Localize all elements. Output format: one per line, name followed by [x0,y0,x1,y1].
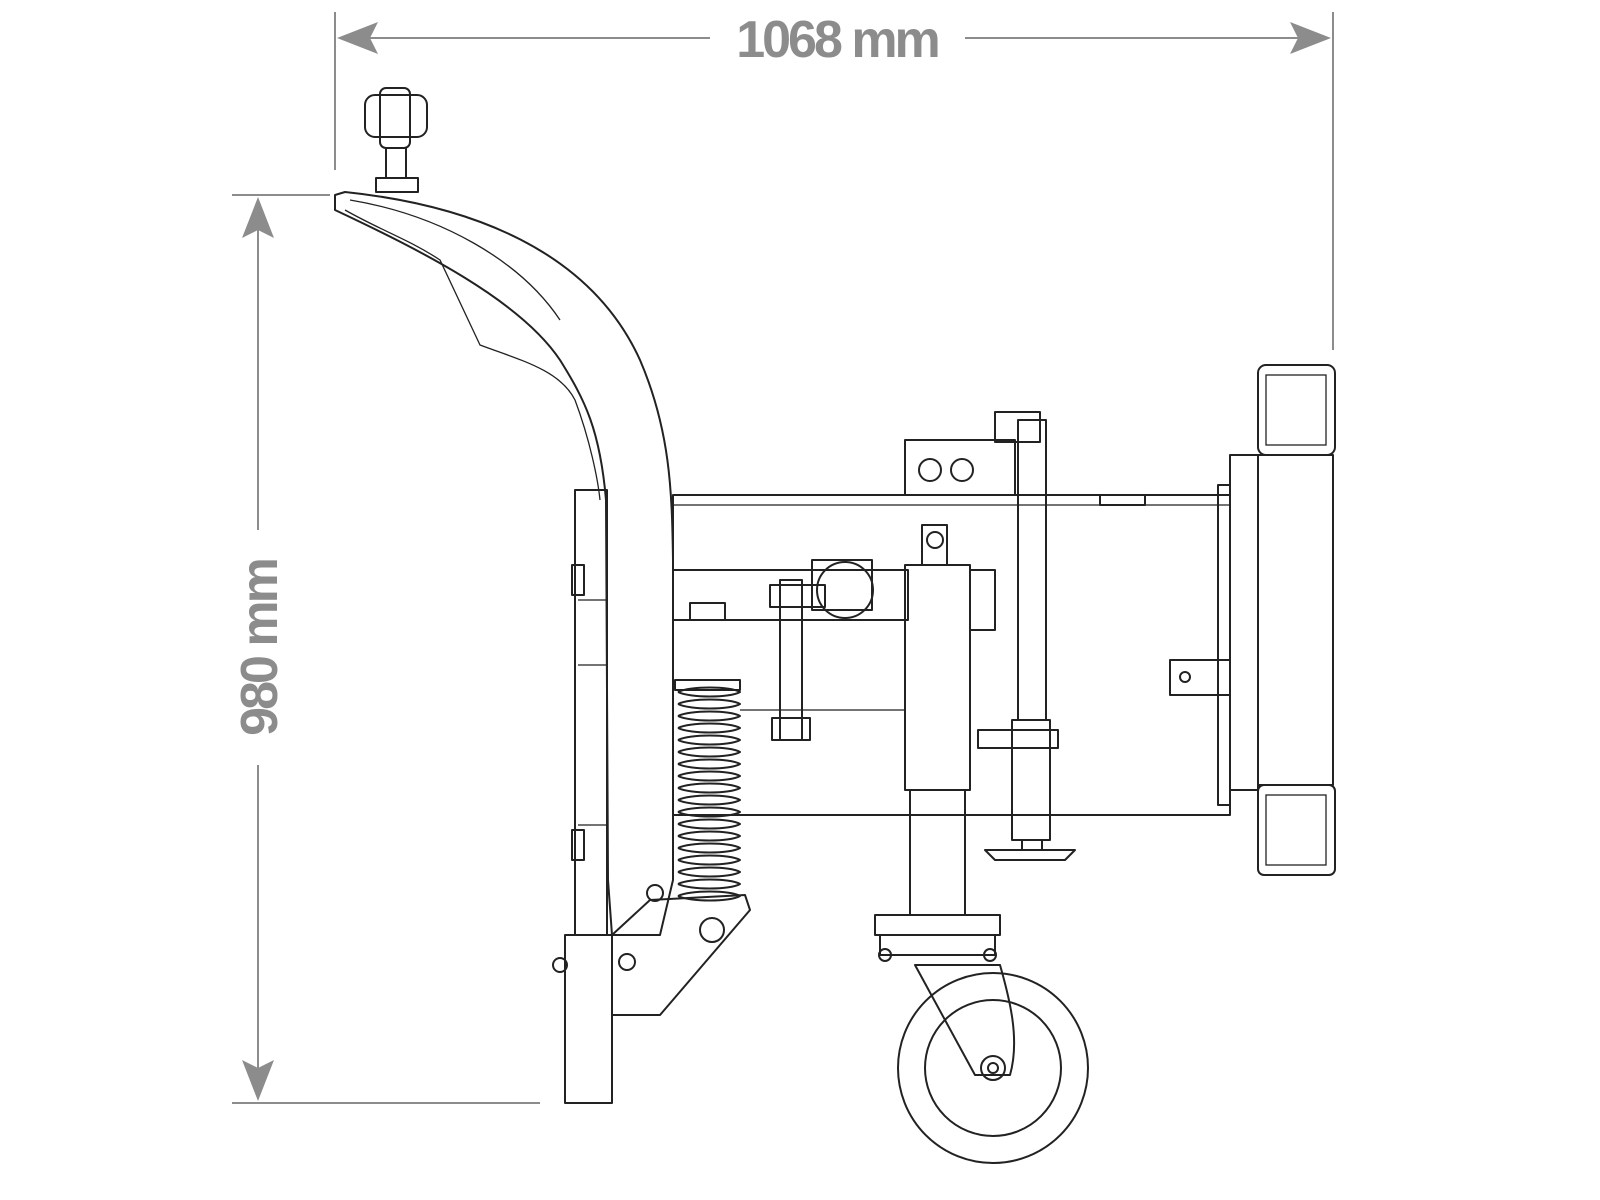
hydraulic-block [904,411,1041,496]
spring-coil [677,794,741,806]
spring [677,686,741,902]
spring-coil [677,890,741,902]
foot [552,884,751,1104]
width-label: 1068 mm [736,11,938,69]
height-dimension: 980 mm [231,194,540,1104]
height-label: 980 mm [231,559,289,735]
curved-arm [334,191,674,936]
spring-coil [677,782,741,794]
jack-post [977,419,1076,861]
spring-coil [677,746,741,758]
spring-coil [677,866,741,878]
arrow-right-icon [1290,22,1331,54]
spring-coil [677,818,741,830]
spring-coil [677,830,741,842]
spring-coil [677,686,741,698]
spring-coil [677,770,741,782]
spring-coil [677,710,741,722]
arrow-down-icon [242,1060,274,1101]
arrow-up-icon [242,197,274,238]
spring-coil [677,722,741,734]
top-coupling [364,87,428,193]
spring-coil [677,878,741,890]
width-dimension: 1068 mm [334,11,1334,350]
main-body [672,494,1231,816]
arrow-left-icon [337,22,378,54]
spring-coil [677,698,741,710]
spring-coil [677,854,741,866]
spring-coil [677,842,741,854]
mounting-plate [571,489,608,936]
right-flange [1169,364,1336,876]
spring-coil [677,758,741,770]
spring-coil [677,734,741,746]
wheel [897,972,1089,1164]
castor-leg [874,524,1016,1076]
